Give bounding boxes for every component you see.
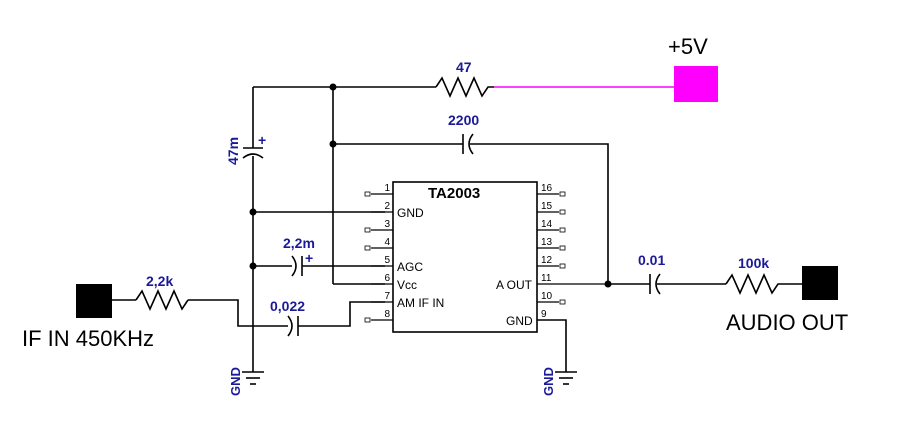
- ic-label-gnd-left: GND: [397, 206, 424, 220]
- pin-16: 16: [541, 183, 553, 194]
- cap-2200-value: 2200: [448, 112, 479, 128]
- if-in-terminal[interactable]: [76, 284, 112, 318]
- cap-agc-plus: +: [305, 250, 313, 266]
- ic-name: TA2003: [428, 185, 480, 202]
- audio-out-terminal[interactable]: [802, 266, 838, 300]
- cap-001-value: 0.01: [638, 252, 665, 268]
- cap-47m-curve: [242, 153, 264, 159]
- pin-13: 13: [541, 237, 553, 248]
- cap-2200-curve: [468, 133, 474, 155]
- resistor-47-value: 47: [456, 59, 472, 75]
- resistor-100k-value: 100k: [738, 255, 769, 271]
- pin-5: 5: [384, 255, 390, 266]
- ic-label-vcc: Vcc: [397, 278, 417, 292]
- if-in-label: IF IN 450KHz: [22, 326, 154, 351]
- cap-47m-plus: +: [258, 132, 266, 148]
- pin-11: 11: [541, 273, 552, 284]
- wire-c022-pin7: [298, 301, 385, 327]
- resistor-2-2k[interactable]: [135, 289, 189, 311]
- cap-47m-value: 47m: [225, 137, 241, 165]
- pin-1: 1: [384, 183, 390, 194]
- ic-left-pins: [364, 191, 393, 323]
- pin-12: 12: [541, 255, 553, 266]
- resistor-100k[interactable]: [725, 273, 802, 295]
- junction-vcc-c2200: [329, 140, 337, 148]
- ic-label-a-out: A OUT: [496, 278, 533, 292]
- junction-top: [329, 83, 337, 91]
- cap-agc-curve: [291, 255, 297, 277]
- cap-agc-value: 2,2m: [283, 235, 315, 251]
- resistor-47[interactable]: [435, 76, 494, 98]
- pin-3: 3: [384, 219, 390, 230]
- junction-gnd-pin2: [249, 208, 257, 216]
- ic-body[interactable]: [392, 181, 538, 333]
- pin-10: 10: [541, 291, 553, 302]
- pin-6: 6: [384, 273, 390, 284]
- pin-8: 8: [384, 309, 390, 320]
- ic-label-agc: AGC: [397, 260, 423, 274]
- pin-2: 2: [384, 201, 390, 212]
- supply-label: +5V: [668, 34, 708, 59]
- pin-15: 15: [541, 201, 553, 212]
- resistor-2-2k-value: 2,2k: [146, 273, 173, 289]
- ic-label-am-if-in: AM IF IN: [397, 296, 444, 310]
- ic-label-gnd-right: GND: [506, 314, 533, 328]
- junction-agc: [249, 262, 257, 270]
- pin-14: 14: [541, 219, 553, 230]
- pin-7: 7: [384, 291, 390, 302]
- cap-022-curve: [287, 315, 293, 337]
- pin-9: 9: [541, 309, 547, 320]
- supply-terminal[interactable]: [674, 66, 718, 102]
- pin-4: 4: [384, 237, 390, 248]
- audio-out-label: AUDIO OUT: [726, 310, 848, 335]
- wire-r-c022: [188, 299, 288, 327]
- cap-022-value: 0,022: [270, 298, 305, 314]
- cap-001-curve: [655, 273, 661, 295]
- ic-right-pins: [537, 191, 608, 372]
- wire-c2200-right: [470, 143, 609, 284]
- gnd-left-label: GND: [228, 367, 243, 396]
- gnd-right-label: GND: [541, 367, 556, 396]
